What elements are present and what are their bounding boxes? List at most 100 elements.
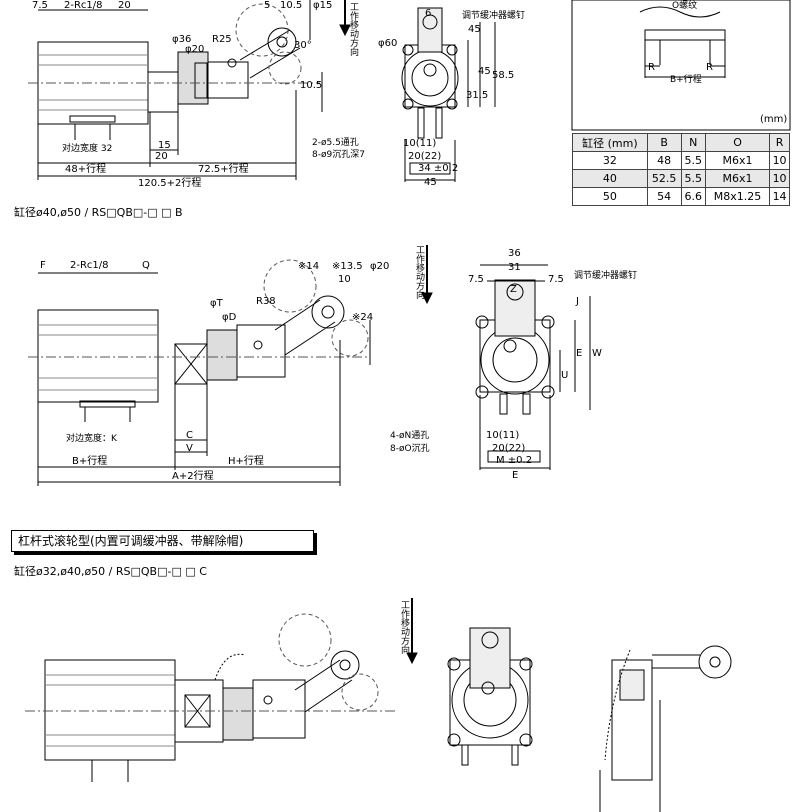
dim-10: 10 xyxy=(338,274,351,285)
spec-table-header-row: 缸径 (mm) B N O R xyxy=(572,133,790,152)
dim-rc: 2-Rc1/8 xyxy=(64,0,103,11)
middle-front-view xyxy=(475,264,591,470)
dim-sq34: 34 ±0.2 xyxy=(418,163,459,174)
table-cell: 40 xyxy=(572,169,648,188)
table-row: 32 48 5.5 M6x1 10 xyxy=(572,151,790,170)
r-right-label: R xyxy=(706,62,713,73)
dim-phi20: φ20 xyxy=(370,261,390,272)
dim-phi36: φ36 xyxy=(172,34,192,45)
dim-120-stroke: 120.5+2行程 xyxy=(138,178,202,189)
buffer-screw-label-mid: 调节缓冲器螺钉 xyxy=(574,271,638,281)
table-cell: M6x1 xyxy=(704,169,771,188)
dim-sq-m: M ±0.2 xyxy=(496,455,533,466)
dim-20-22: 20(22) xyxy=(408,151,442,162)
table-cell: 54 xyxy=(646,187,682,206)
direction-arrows xyxy=(339,0,433,665)
dim-10-5: 10.5 xyxy=(280,0,303,11)
table-row: 50 54 6.6 M8x1.25 14 xyxy=(572,187,790,206)
bottom-detail-view xyxy=(599,645,732,812)
dim-phi-t: φT xyxy=(210,298,223,309)
dim-20-22-mid: 20(22) xyxy=(492,443,526,454)
dim-rc: 2-Rc1/8 xyxy=(70,260,109,271)
header-r: R xyxy=(769,133,790,152)
dim-r38: R38 xyxy=(256,296,276,307)
dim-b-stroke: B+行程 xyxy=(72,456,108,467)
dim-6: 6 xyxy=(425,8,432,19)
middle-heading: 缸径ø40,ø50 / RS□QB□-□ □ B xyxy=(14,206,183,219)
table-cell: 5.5 xyxy=(680,169,706,188)
middle-side-view xyxy=(28,259,371,486)
dim-v: V xyxy=(186,443,193,454)
top-front-view xyxy=(401,7,496,182)
dim-45: 45 xyxy=(468,24,481,35)
header-o: O xyxy=(704,133,771,152)
holes-label-mid-2: 8-øO沉孔 xyxy=(390,444,430,454)
dim-f: F xyxy=(40,260,46,271)
direction-label-bottom: 工作移动方向 xyxy=(399,600,409,654)
dim-e-vertical: E xyxy=(576,348,583,359)
bottom-side-view xyxy=(25,613,395,782)
dim-c: C xyxy=(186,430,193,441)
holes-label-mid-1: 4-øN通孔 xyxy=(390,431,430,441)
table-cell: 32 xyxy=(572,151,648,170)
table-cell: M8x1.25 xyxy=(704,187,771,206)
table-cell: 6.6 xyxy=(680,187,706,206)
table-cell: 52.5 xyxy=(646,169,682,188)
dim-7-5: 7.5 xyxy=(32,0,48,11)
across-flats-32: 对边宽度 32 xyxy=(62,144,113,154)
direction-label-top: 工作移动方向 xyxy=(348,2,358,56)
table-cell: 14 xyxy=(769,187,790,206)
dim-phi20: φ20 xyxy=(185,44,205,55)
table-row: 40 52.5 5.5 M6x1 10 xyxy=(572,169,790,188)
dim-h-stroke: H+行程 xyxy=(228,456,264,467)
table-cell: 10 xyxy=(769,169,790,188)
dim-10-11-mid: 10(11) xyxy=(486,430,520,441)
dim-10-5b: 10.5 xyxy=(300,80,323,91)
unit-label: (mm) xyxy=(760,114,788,125)
dim-20b: 20 xyxy=(155,151,168,162)
table-cell: 50 xyxy=(572,187,648,206)
dim-45c: 45 xyxy=(424,177,437,188)
header-n: N xyxy=(680,133,706,152)
bottom-heading: 缸径ø32,ø40,ø50 / RS□QB□-□ □ C xyxy=(14,565,207,578)
dim-20: 20 xyxy=(118,0,131,11)
dim-7-5a: 7.5 xyxy=(468,274,484,285)
top-side-view xyxy=(28,0,323,180)
dim-45b: 45 xyxy=(478,66,491,77)
section-title-box: 杠杆式滚轮型(内置可调缓冲器、带解除帽) xyxy=(11,530,314,552)
table-cell: 48 xyxy=(646,151,682,170)
b-stroke-label: B+行程 xyxy=(670,75,702,85)
dim-u: U xyxy=(561,370,569,381)
dim-j: J xyxy=(576,296,579,307)
dim-5: 5 xyxy=(264,0,271,11)
dim-phi15: φ15 xyxy=(313,0,333,11)
holes-label-1: 2-ø5.5通孔 xyxy=(312,138,359,148)
dim-r25: R25 xyxy=(212,34,232,45)
dim-phi-d: φD xyxy=(222,312,237,323)
dim-7-5b: 7.5 xyxy=(548,274,564,285)
dim-z: Z xyxy=(510,284,517,295)
dim-31-5: 31.5 xyxy=(466,90,489,101)
dim-a24: ※24 xyxy=(352,312,374,323)
buffer-screw-label: 调节缓冲器螺钉 xyxy=(462,11,526,21)
dim-48-stroke: 48+行程 xyxy=(65,164,107,175)
dim-a13-5: ※13.5 xyxy=(332,261,363,272)
dim-10-11: 10(11) xyxy=(403,138,437,149)
r-left-label: R xyxy=(648,62,655,73)
spec-table: 缸径 (mm) B N O R 32 48 5.5 M6x1 10 40 52.… xyxy=(572,133,790,206)
dim-72-stroke: 72.5+行程 xyxy=(198,164,249,175)
dim-q: Q xyxy=(142,260,150,271)
dim-31: 31 xyxy=(508,262,521,273)
header-bore: 缸径 (mm) xyxy=(572,133,648,152)
across-flats-k: 对边宽度：K xyxy=(66,434,117,444)
holes-label-2: 8-ø9沉孔深7 xyxy=(312,150,365,160)
table-cell: M6x1 xyxy=(704,151,771,170)
table-cell: 5.5 xyxy=(680,151,706,170)
table-cell: 10 xyxy=(769,151,790,170)
thread-label: O螺纹 xyxy=(672,1,698,11)
dim-30deg: 30° xyxy=(294,40,312,51)
dim-36: 36 xyxy=(508,248,521,259)
dim-w: W xyxy=(592,348,602,359)
dim-a14: ※14 xyxy=(298,261,320,272)
